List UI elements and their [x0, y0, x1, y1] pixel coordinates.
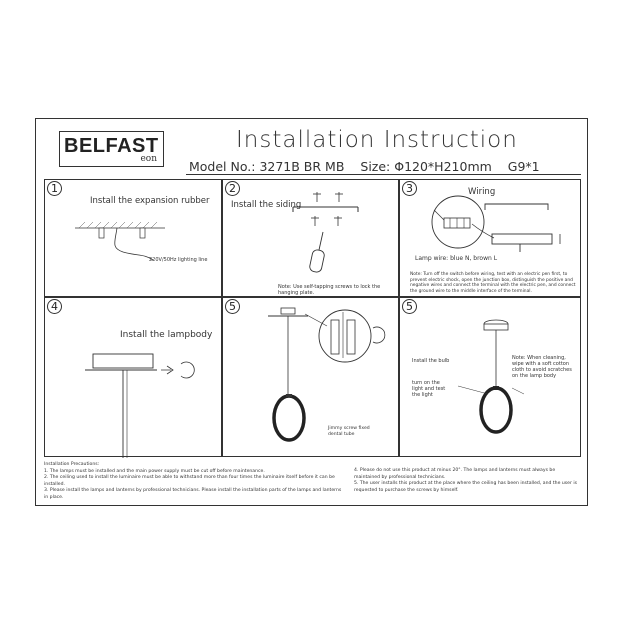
precaution-5: 5. The user installs this product at the…	[354, 481, 578, 493]
step-3-lamp-wire: Lamp wire: blue N, brown L	[415, 255, 498, 262]
step-6-number: 5	[402, 299, 417, 314]
model-number: Model No.: 3271B BR MB	[189, 159, 345, 174]
bulb-type: G9*1	[507, 159, 540, 174]
model-line: Model No.: 3271B BR MB Size: Φ120*H210mm…	[189, 159, 552, 174]
step-2-panel: 2 Install the siding Note: Use self-tapp…	[222, 179, 399, 297]
step-6-turn-label: turn on the light and test the light	[412, 380, 446, 398]
step-4-number: 4	[47, 299, 62, 314]
precaution-4: 4. Please do not use this product at min…	[354, 468, 556, 480]
wiring-drawing	[431, 195, 561, 252]
logo-sub: eon	[140, 154, 157, 164]
step-3-number: 3	[402, 181, 417, 196]
step-5-number: 5	[225, 299, 240, 314]
precautions-heading: Installation Precautions:	[44, 462, 100, 467]
step-2-number: 2	[225, 181, 240, 196]
siding-drawing	[292, 192, 359, 273]
step-1-label: 220V/50Hz lighting line	[149, 257, 208, 263]
lamp-size: Size: Φ120*H210mm	[360, 159, 492, 174]
step-6-panel: 5 Install the bulb turn on the light and…	[399, 297, 581, 457]
bulb-drawing	[457, 319, 525, 434]
step-1-panel: 1 Install the expansion rubber 220V/50Hz…	[44, 179, 222, 297]
precautions-left: Installation Precautions: 1. The lamps m…	[44, 462, 344, 502]
step-3-panel: 3 Wiring Lamp wire: blue N, brown L Note…	[399, 179, 581, 297]
step-1-number: 1	[47, 181, 62, 196]
step-5-label: Jimmy screw fixed dental tube	[328, 426, 370, 437]
instruction-sheet: BELFAST eon Installation Instruction Mod…	[35, 118, 588, 506]
precautions-right: 4. Please do not use this product at min…	[354, 468, 581, 494]
step-4-title: Install the lampbody	[120, 330, 213, 340]
page-title: Installation Instruction	[236, 127, 518, 153]
step-2-note: Note: Use self-tapping screws to lock th…	[278, 284, 381, 296]
step-3-title: Wiring	[468, 187, 496, 197]
step-6-bulb-label: Install the bulb	[412, 358, 450, 364]
logo-brand: BELFAST	[64, 135, 159, 157]
step-5-panel: 5 Jimmy screw fixed dental tube	[222, 297, 399, 457]
header-underline	[186, 174, 581, 175]
precaution-1: 1. The lamps must be installed and the m…	[44, 468, 265, 474]
expansion-rubber-drawing	[75, 221, 165, 261]
tube-fix-drawing	[268, 307, 386, 442]
precaution-3: 3. Please install the lamps and lanterns…	[44, 488, 342, 500]
step-4-panel: 4 Install the lampbody	[44, 297, 222, 458]
step-6-note: Note: When cleaning, wipe with a soft co…	[512, 355, 572, 379]
step-2-title: Install the siding	[231, 200, 302, 210]
precaution-2: 2. The ceiling used to install the lumin…	[44, 475, 335, 487]
brand-logo: BELFAST eon	[59, 131, 164, 167]
step-1-title: Install the expansion rubber	[90, 196, 210, 206]
step-3-note: Note: Turn off the switch before wiring,…	[410, 272, 576, 294]
lampbody-drawing	[85, 353, 195, 458]
